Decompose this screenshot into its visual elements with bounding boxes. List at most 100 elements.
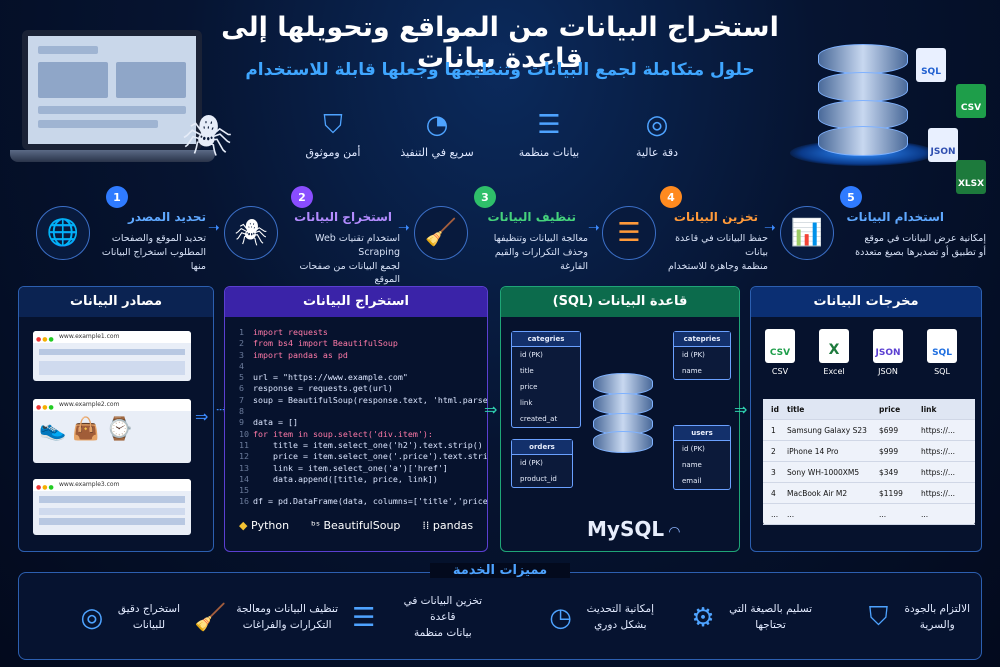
code-text: price = item.select_one('.price').text.s… [253, 451, 488, 462]
service-label-line: تسليم بالصيغة التي [729, 602, 812, 615]
code-text: import pandas as pd [253, 349, 348, 360]
python-logo: ◆ Python [239, 519, 289, 532]
spider-icon: 🕷 [182, 113, 233, 159]
column-header: title [787, 404, 805, 414]
shield-check-icon: ⛉ [323, 110, 343, 140]
table-cell: MacBook Air M2 [787, 488, 848, 498]
line-number: 13 [239, 462, 249, 473]
table-cell: ... [921, 509, 929, 519]
excel-file-icon: X [819, 329, 849, 363]
arrow-right-icon: ⇒ [734, 400, 748, 419]
format-label: CSV [960, 103, 982, 113]
step-2-number: 2 [291, 186, 313, 208]
table-cell: https://... [921, 488, 956, 498]
csv-file-icon: CSV [765, 329, 795, 363]
arrow-right-icon: ⇢ [216, 402, 228, 418]
code-text: import requests [253, 327, 328, 337]
panel-title: مخرجات البيانات [751, 287, 981, 317]
table-cell: iPhone 14 Pro [787, 446, 839, 456]
code-text: title = item.select_one('h2').text.strip… [253, 439, 483, 450]
step-desc-line: منظمة وجاهزة للاستخدام [668, 260, 768, 272]
format-tag: JSON [875, 348, 901, 358]
code-text: response = requests.get(url) [253, 383, 393, 394]
format-label: CSV [771, 367, 789, 376]
service-label-line: تنظيف البيانات ومعالجة [236, 602, 338, 615]
xlsx-file-icon: XLSX [956, 160, 986, 194]
table-cell: 1 [771, 425, 776, 435]
service-label: تسليم بالصيغة التي تحتاجها [729, 602, 812, 634]
table-row: ............ [763, 504, 975, 525]
dolphin-icon: ◠ [664, 524, 680, 540]
arrow-right-icon: ➝ [764, 220, 776, 236]
format-label: JSON [930, 147, 956, 157]
db-table: categries id (PK) title price link creat… [511, 331, 581, 428]
table-cell: 3 [771, 467, 776, 477]
step-desc-line: المطلوب استخراج البيانات منها [101, 246, 206, 272]
database-icon [593, 373, 653, 453]
line-number: 3 [239, 349, 244, 360]
format-tag: X [828, 342, 840, 358]
pandas-icon: ⁞⁞ [422, 519, 430, 532]
format-label: JSON [878, 367, 898, 376]
line-number: 6 [239, 383, 244, 394]
code-line: 14 data.append([title, price, link]) [239, 473, 487, 485]
code-line: 4 [239, 361, 487, 372]
code-line: 6 response = requests.get(url) [239, 383, 487, 394]
database-illustration [818, 44, 908, 156]
code-text: for item in soup.select('div.item'): [253, 428, 433, 439]
db-table: users id (PK) name email [673, 425, 731, 490]
table-cell: Sony WH-1000XM5 [787, 467, 860, 477]
service-label: تنظيف البيانات ومعالجة التكرارات والفراغا… [236, 602, 338, 634]
table-cell: Samsung Galaxy S23 [787, 425, 867, 435]
browser-window: ●●●www.example2.com 👟👜⌚ [33, 399, 191, 463]
bag-icon: 👜 [72, 417, 100, 442]
table-cell: ... [787, 509, 795, 519]
code-line: 11 title = item.select_one('h2').text.st… [239, 439, 487, 451]
panel-title: استخراج البيانات [225, 287, 487, 317]
lib-label: Python [250, 519, 290, 532]
feature-label: أمن وموثوق [305, 146, 361, 159]
table-cell: 2 [771, 446, 776, 456]
step-5-desc: إمكانية عرض البيانات في موقع أو تطبيق أو… [834, 232, 986, 260]
watch-icon: ⌚ [105, 417, 134, 442]
format-tag: SQL [932, 348, 952, 358]
outputs-panel: مخرجات البيانات CSV CSV X Excel JSON JSO… [750, 286, 982, 552]
table-field: name [682, 461, 702, 469]
broom-icon: 🧹 [194, 602, 227, 633]
format-label: XLSX [957, 179, 985, 189]
line-number: 2 [239, 338, 244, 349]
step-3-desc: معالجة البيانات وتنظيفها وحذف التكرارات … [466, 232, 588, 273]
column-header: id [771, 404, 779, 414]
table-field: email [682, 477, 702, 485]
table-cell: https://... [921, 467, 956, 477]
table-name: users [674, 426, 730, 441]
code-text: df = pd.DataFrame(data, columns=['title'… [253, 496, 488, 507]
column-header: price [879, 404, 901, 414]
format-tag: CSV [769, 348, 791, 358]
code-text: from bs4 import BeautifulSoup [253, 338, 398, 349]
csv-output: CSV CSV [765, 329, 795, 376]
code-text: data.append([title, price, link]) [253, 473, 438, 484]
arrow-right-icon: ⇒ [484, 400, 498, 419]
service-label-line: تحتاجها [755, 618, 786, 631]
column-header: link [921, 404, 937, 414]
table-cell: $1199 [879, 488, 903, 498]
format-label: Excel [823, 367, 845, 376]
step-desc-line: معالجة البيانات وتنظيفها [493, 233, 588, 244]
feature-label: سريع في التنفيذ [400, 146, 474, 159]
mysql-logo: MySQL ◠ [587, 517, 680, 541]
database-icon: ☰ [602, 206, 656, 260]
step-desc-line: إمكانية عرض البيانات في موقع [864, 233, 986, 244]
arrow-right-icon: ⇒ [195, 407, 209, 426]
table-field: link [520, 399, 533, 407]
service-label-line: التكرارات والفراغات [242, 618, 332, 631]
service-label-line: الالتزام بالجودة [904, 602, 970, 615]
step-desc-line: استخدام تقنيات Web Scraping [315, 233, 400, 258]
table-name: categries [512, 332, 580, 347]
feature-fast: ◔ سريع في التنفيذ [392, 108, 482, 159]
code-line: 12 price = item.select_one('.price').tex… [239, 451, 488, 462]
table-field: created_at [520, 415, 558, 423]
